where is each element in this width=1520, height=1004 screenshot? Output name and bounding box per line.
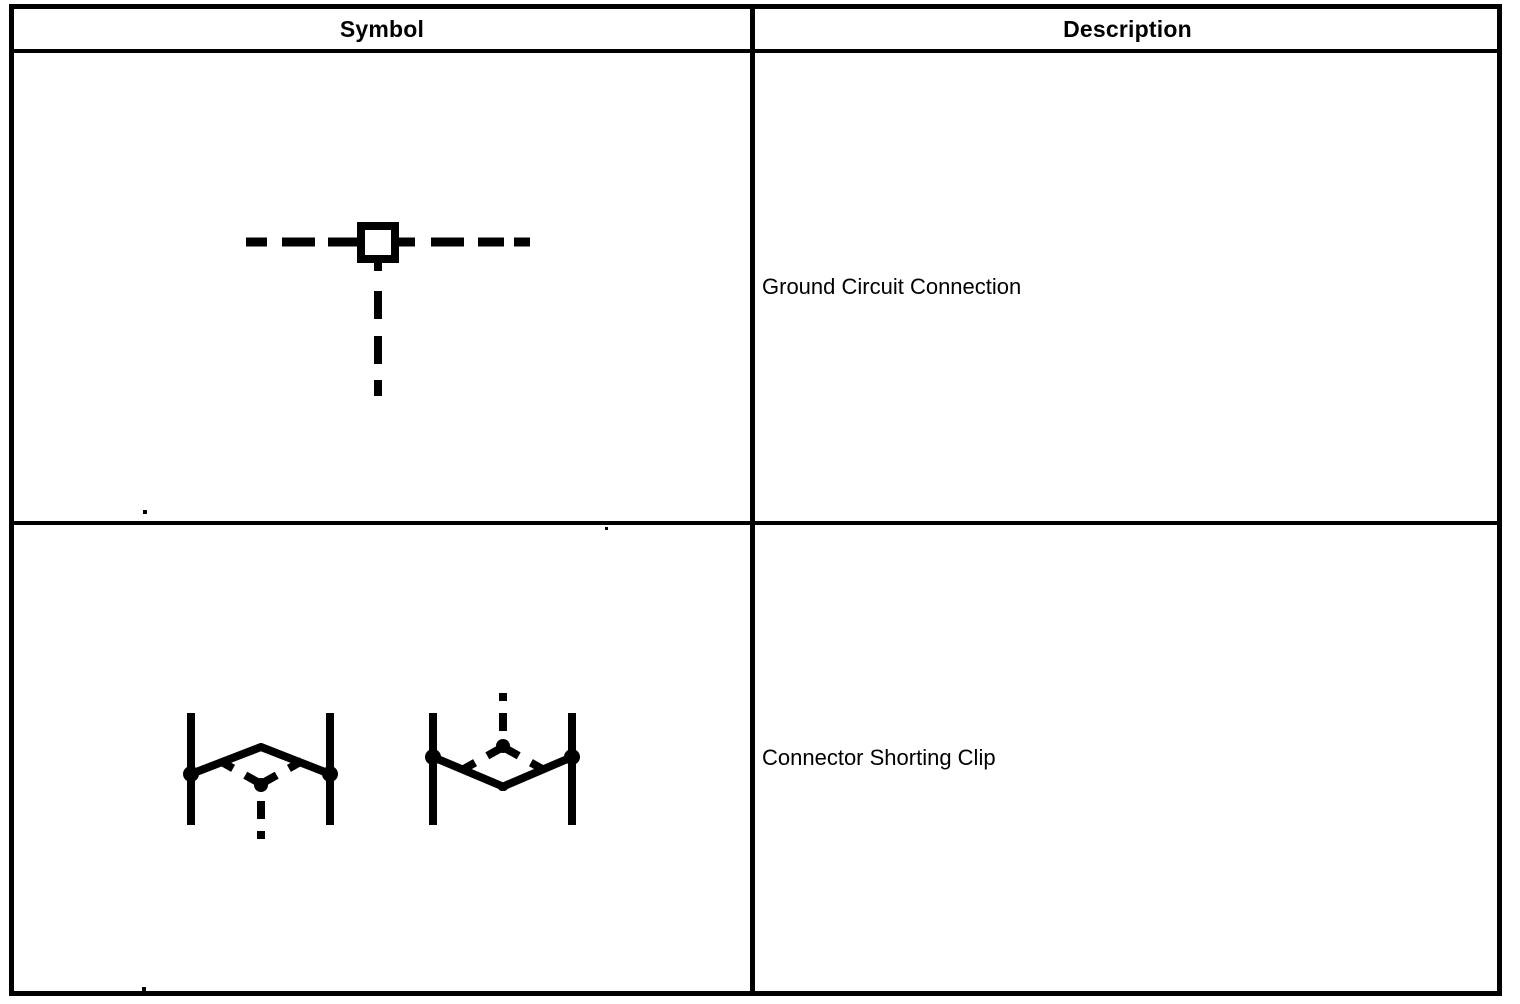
solid-diagonal-arm-right xyxy=(498,753,576,791)
symbol-cell-connector-shorting-clip xyxy=(14,525,750,991)
description-cell-connector-shorting-clip: Connector Shorting Clip xyxy=(755,525,1501,991)
connector-shorting-clip-symbol xyxy=(183,693,580,839)
dashed-diagonal-arm-right xyxy=(501,743,546,774)
table-header-row: Symbol Description xyxy=(14,9,1497,53)
column-divider xyxy=(750,9,755,991)
clip-apex-down-with-dashed-lead-up xyxy=(425,693,580,825)
apex-node xyxy=(254,778,268,792)
symbol-legend-table: Symbol Description xyxy=(9,4,1502,996)
apex-node xyxy=(496,739,510,753)
dashed-diagonal-arm-left xyxy=(460,743,505,774)
solid-diagonal-arm-left xyxy=(429,753,508,791)
dashed-diagonal-arm-left xyxy=(218,757,263,788)
description-cell-ground-circuit: Ground Circuit Connection xyxy=(755,53,1501,521)
ground-circuit-connection-symbol xyxy=(246,222,530,396)
left-contact-dot xyxy=(183,766,199,782)
right-contact-dot xyxy=(564,749,580,765)
scan-speck xyxy=(143,510,147,514)
scan-speck xyxy=(605,527,608,530)
column-header-description: Description xyxy=(1063,16,1192,42)
clip-apex-up-with-dashed-lead-down xyxy=(183,713,338,839)
dashed-diagonal-arm-right xyxy=(259,757,304,788)
left-contact-dot xyxy=(425,749,441,765)
description-text: Ground Circuit Connection xyxy=(762,273,1022,299)
column-header-symbol: Symbol xyxy=(339,16,425,42)
description-text: Connector Shorting Clip xyxy=(762,744,996,770)
scan-speck xyxy=(142,987,146,991)
square-terminal-box xyxy=(357,222,399,263)
symbol-cell-ground-circuit xyxy=(14,53,750,521)
right-contact-dot xyxy=(322,766,338,782)
row-divider xyxy=(14,521,1497,525)
